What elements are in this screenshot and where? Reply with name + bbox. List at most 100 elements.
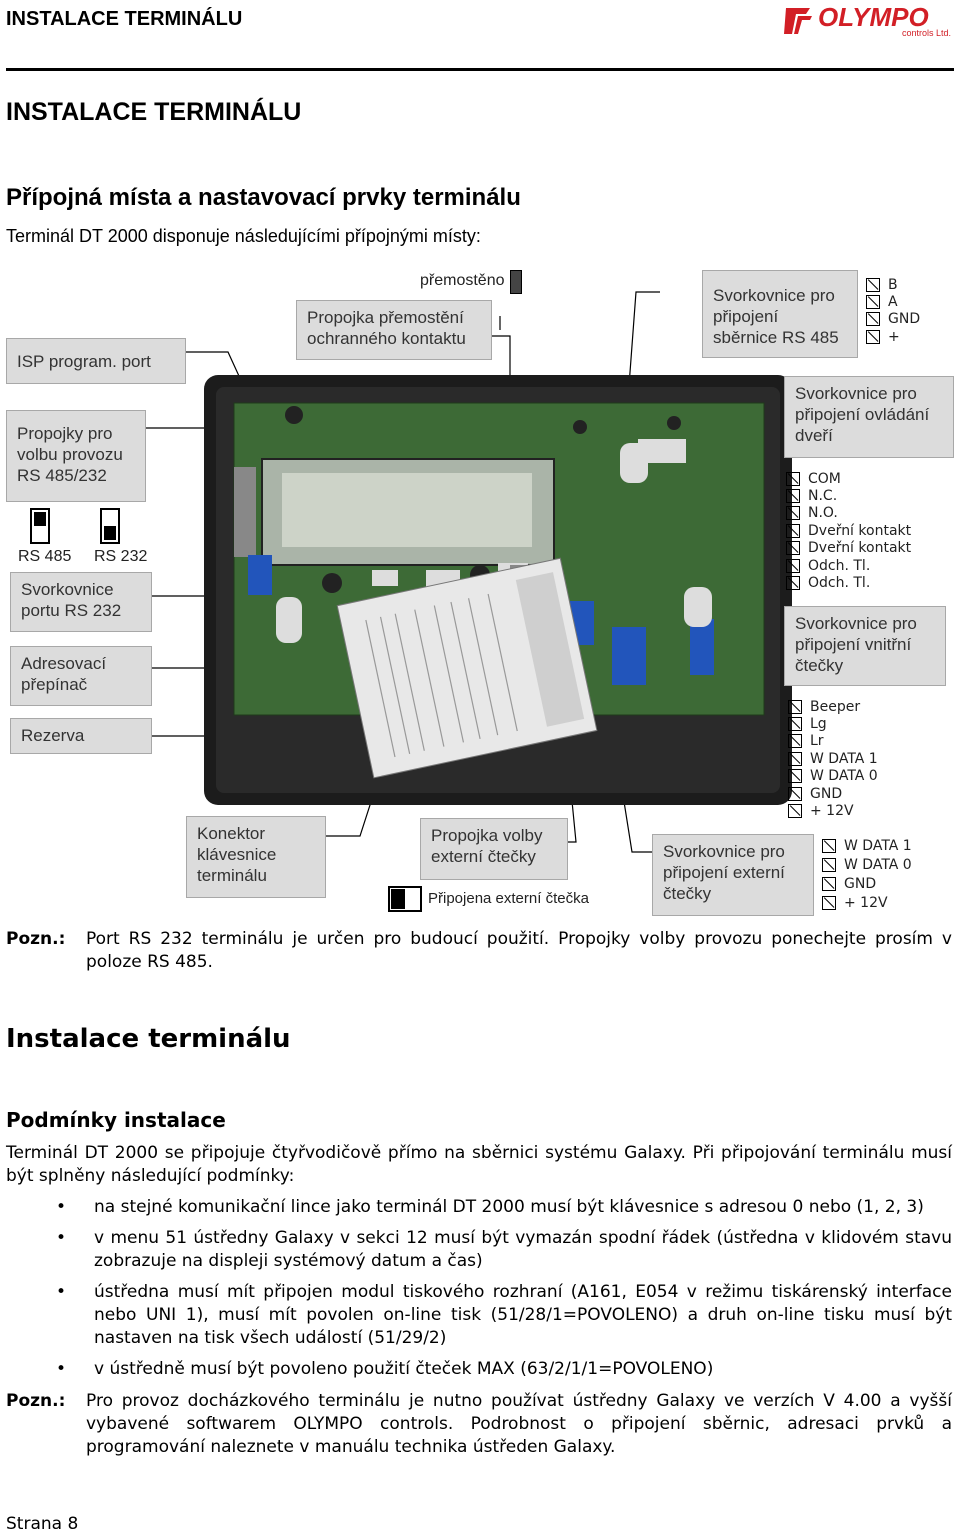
- keypad-connector-label: Konektor klávesnice terminálu: [186, 816, 326, 898]
- terminal-label: + 12V: [844, 894, 888, 911]
- screw-icon: [788, 751, 802, 766]
- screw-icon: [786, 541, 800, 556]
- rs232-jumper-icon: [100, 508, 120, 544]
- tamper-line1: Propojka přemostění: [307, 308, 464, 327]
- screw-icon: [788, 804, 802, 819]
- rs485-bus-line1: Svorkovnice pro: [713, 286, 835, 305]
- install-title: Instalace terminálu: [6, 1024, 291, 1054]
- note1-text: Port RS 232 terminálu je určen pro budou…: [86, 929, 952, 972]
- terminal-label: Lg: [810, 716, 827, 733]
- logo-text: OLYMPO: [818, 2, 929, 32]
- ext-jumper-icon: [388, 886, 422, 912]
- inner-reader-label: Svorkovnice pro připojení vnitřní čtečky: [784, 606, 946, 686]
- screw-icon: [788, 734, 802, 749]
- section-title: Přípojná místa a nastavovací prvky termi…: [6, 184, 521, 211]
- terminal-label: W DATA 0: [844, 856, 912, 873]
- terminal-label: Odch. Tl.: [808, 557, 871, 574]
- ext-reader-line3: čtečky: [663, 884, 712, 903]
- inner-reader-line2: připojení vnitřní: [795, 635, 912, 654]
- inner-reader-line1: Svorkovnice pro: [795, 614, 917, 633]
- screw-icon: [786, 471, 800, 486]
- address-line2: přepínač: [21, 675, 88, 694]
- mode-line2: volbu provozu: [17, 445, 123, 464]
- terminal-label: N.C.: [808, 488, 838, 505]
- terminal-label: W DATA 1: [844, 837, 912, 854]
- screw-icon: [822, 857, 836, 872]
- ext-connected-label: Připojena externí čtečka: [428, 890, 589, 907]
- terminal-label: + 12V: [810, 803, 854, 820]
- note1-key: Pozn.:: [6, 929, 66, 949]
- inner-reader-line3: čtečky: [795, 656, 844, 675]
- rs485-label: RS 485: [18, 548, 72, 565]
- keypad-line2: klávesnice: [197, 845, 277, 864]
- terminal-label: W DATA 0: [810, 768, 878, 785]
- screw-icon: [788, 786, 802, 801]
- door-control-label: Svorkovnice pro připojení ovládání dveří: [784, 376, 954, 458]
- rs485-jumper-icon: [30, 508, 50, 544]
- ext-reader-line1: Svorkovnice pro: [663, 842, 785, 861]
- screw-icon: [822, 876, 836, 891]
- list-item: v menu 51 ústředny Galaxy v sekci 12 mus…: [56, 1227, 952, 1273]
- screw-icon: [786, 576, 800, 591]
- terminal-label: COM: [808, 470, 841, 487]
- rs232-port-label: Svorkovnice portu RS 232: [10, 572, 152, 632]
- page-number: Strana 8: [6, 1514, 79, 1534]
- list-item: v ústředně musí být povoleno použití čte…: [56, 1358, 952, 1381]
- ext-jumper-line2: externí čtečky: [431, 847, 536, 866]
- note2-text: Pro provoz docházkového terminálu je nut…: [86, 1391, 952, 1457]
- terminal-label: GND: [810, 785, 843, 802]
- screw-icon: [788, 769, 802, 784]
- bridged-jumper-icon: [510, 270, 522, 294]
- door-line1: Svorkovnice pro: [795, 384, 917, 403]
- rs232-label: RS 232: [94, 548, 148, 565]
- door-line2: připojení ovládání: [795, 405, 930, 424]
- terminal-label: Dveřní kontakt: [808, 522, 912, 539]
- terminal-label: Odch. Tl.: [808, 575, 871, 592]
- logo-subtext: controls Ltd.: [902, 28, 951, 38]
- door-terminals: COM N.C. N.O. Dveřní kontakt Dveřní kont…: [786, 470, 911, 592]
- conditions-list: na stejné komunikační lince jako terminá…: [56, 1196, 952, 1389]
- terminal-label: Dveřní kontakt: [808, 540, 912, 557]
- keypad-line1: Konektor: [197, 824, 266, 843]
- address-line1: Adresovací: [21, 654, 107, 673]
- terminal-label: N.O.: [808, 505, 838, 522]
- keypad-line3: terminálu: [197, 866, 267, 885]
- header-rule: [6, 68, 954, 71]
- screw-icon: [786, 506, 800, 521]
- rs485-bus-label: Svorkovnice pro připojení sběrnice RS 48…: [702, 270, 858, 358]
- section-intro: Terminál DT 2000 disponuje následujícími…: [6, 226, 481, 246]
- screw-icon: [822, 895, 836, 910]
- tamper-jumper-label: Propojka přemostění ochranného kontaktu: [296, 300, 492, 360]
- screw-icon: [866, 277, 880, 292]
- screw-icon: [788, 717, 802, 732]
- bridged-label: přemostěno: [420, 272, 505, 289]
- screw-icon: [786, 558, 800, 573]
- terminal-label: W DATA 1: [810, 750, 878, 767]
- isp-port-label: ISP program. port: [6, 338, 186, 384]
- header-title: INSTALACE TERMINÁLU: [6, 8, 243, 30]
- screw-icon: [866, 329, 880, 344]
- page-title: INSTALACE TERMINÁLU: [6, 98, 302, 126]
- ext-reader-line2: připojení externí: [663, 863, 785, 882]
- reserve-label: Rezerva: [10, 718, 152, 754]
- screw-icon: [788, 699, 802, 714]
- mode-line1: Propojky pro: [17, 424, 113, 443]
- ext-jumper-line1: Propojka volby: [431, 826, 543, 845]
- terminal-label: GND: [844, 875, 877, 892]
- inner-reader-terminals: Beeper Lg Lr W DATA 1 W DATA 0 GND + 12V: [788, 698, 878, 820]
- list-item: na stejné komunikační lince jako terminá…: [56, 1196, 952, 1219]
- list-item: ústředna musí mít připojen modul tiskové…: [56, 1281, 952, 1350]
- ext-reader-label: Svorkovnice pro připojení externí čtečky: [652, 834, 814, 916]
- mode-line3: RS 485/232: [17, 466, 107, 485]
- ext-reader-terminals: W DATA 1 W DATA 0 GND + 12V: [822, 836, 912, 912]
- address-switch-label: Adresovací přepínač: [10, 646, 152, 706]
- terminal-label: Beeper: [810, 698, 861, 715]
- screw-icon: [822, 838, 836, 853]
- screw-icon: [866, 312, 880, 327]
- note2-key: Pozn.:: [6, 1391, 66, 1411]
- terminal-label: GND: [888, 311, 921, 328]
- terminal-label: A: [888, 294, 898, 311]
- conditions-title: Podmínky instalace: [6, 1108, 226, 1132]
- rs232-port-line1: Svorkovnice: [21, 580, 114, 599]
- rs485-terminals: B A GND +: [866, 276, 920, 346]
